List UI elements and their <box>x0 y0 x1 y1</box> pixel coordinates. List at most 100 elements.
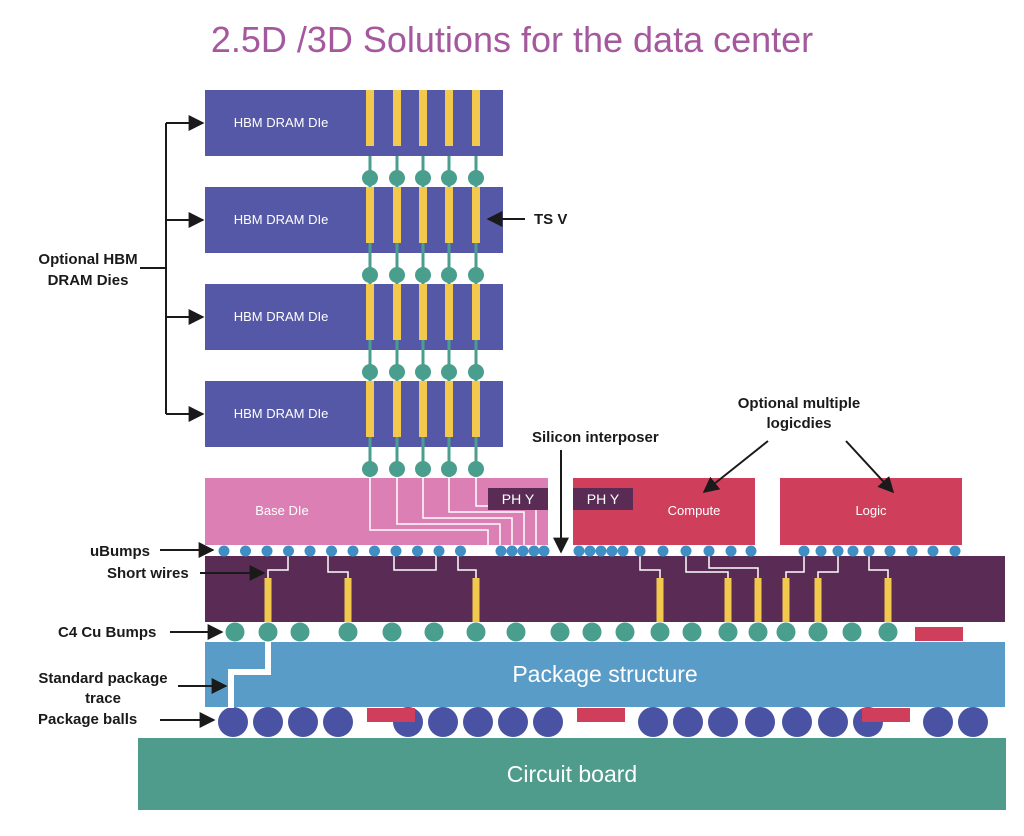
short-wire <box>639 556 661 580</box>
base-die-label: Base DIe <box>255 503 308 518</box>
c4-bump <box>258 622 278 642</box>
interposer-via <box>754 578 762 622</box>
interposer-via <box>656 578 664 622</box>
tsv-bump <box>468 170 484 186</box>
package-red-pad <box>577 708 625 722</box>
c4-bump <box>718 622 738 642</box>
phy-label-right: PH Y <box>587 491 620 507</box>
c4-bump <box>225 622 245 642</box>
package-ball <box>958 707 988 737</box>
tsv-via <box>393 187 401 243</box>
tsv-via <box>445 381 453 437</box>
tsv-bump <box>441 364 457 380</box>
micro-bump <box>906 545 918 557</box>
ubumps-callout-label: uBumps <box>90 543 150 560</box>
package-ball <box>323 707 353 737</box>
c4-bump <box>776 622 796 642</box>
micro-bump <box>326 545 337 557</box>
c4-bump <box>582 622 602 642</box>
c4-bump <box>650 622 670 642</box>
tsv-via <box>393 284 401 340</box>
c4-bump <box>506 622 526 642</box>
ubumps-callout: uBumps <box>90 542 215 560</box>
micro-bump <box>218 545 230 557</box>
package-ball <box>638 707 668 737</box>
package-red-pad <box>367 708 415 722</box>
micro-bump <box>832 545 844 557</box>
package-ball <box>745 707 775 737</box>
c4-bump <box>682 622 702 642</box>
package-red-pad <box>862 708 910 722</box>
micro-bump <box>847 545 859 557</box>
package-trace-callout-line2: trace <box>85 690 121 707</box>
micro-bump <box>433 545 445 557</box>
logic-die-label: Logic <box>855 503 887 518</box>
micro-bump <box>884 545 896 557</box>
short-wires-callout: Short wires <box>107 565 266 582</box>
package-structure-label: Package structure <box>512 661 697 687</box>
tsv-bump <box>415 461 431 477</box>
tsv-bump <box>415 170 431 186</box>
c4-bump <box>466 622 486 642</box>
tsv-bump <box>441 170 457 186</box>
compute-die-label: Compute <box>668 503 721 518</box>
package-ball <box>708 707 738 737</box>
micro-bump <box>455 545 466 557</box>
package-ball <box>218 707 248 737</box>
tsv-bump <box>415 267 431 283</box>
tsv-bump <box>468 267 484 283</box>
interposer-via <box>884 578 892 622</box>
interposer-via <box>472 578 480 622</box>
c4-bump <box>382 622 402 642</box>
tsv-via <box>472 381 480 437</box>
micro-bump <box>283 545 294 557</box>
c4-bump <box>550 622 570 642</box>
tsv-bump <box>389 170 405 186</box>
tsv-bump <box>441 461 457 477</box>
package-ball <box>253 707 283 737</box>
tsv-callout-label: TS V <box>534 211 567 228</box>
interposer-via <box>724 578 732 622</box>
tsv-group <box>362 90 484 477</box>
micro-bump <box>863 545 875 557</box>
package-ball <box>818 707 848 737</box>
short-wire <box>785 556 805 580</box>
base-die-wire <box>422 478 513 545</box>
hbm-dram-die <box>205 381 503 447</box>
diagram-title: 2.5D /3D Solutions for the data center <box>211 19 813 60</box>
hbm-dram-die <box>205 284 503 350</box>
tsv-via <box>419 187 427 243</box>
hbm-dies-callout: Optional HBM DRAM Dies <box>38 115 205 422</box>
micro-bump <box>745 545 757 557</box>
micro-bump <box>347 545 359 557</box>
tsv-via <box>366 381 374 437</box>
logic-dies-callout-line1: Optional multiple <box>738 395 861 412</box>
logic-die <box>780 478 962 545</box>
package-ball <box>498 707 528 737</box>
tsv-via <box>472 90 480 146</box>
tsv-bump <box>389 461 405 477</box>
interposer-via <box>344 578 352 622</box>
micro-bump <box>304 545 316 557</box>
tsv-via <box>419 381 427 437</box>
package-ball <box>782 707 812 737</box>
circuit-board-label: Circuit board <box>507 761 637 787</box>
short-wire <box>267 556 289 580</box>
micro-bump <box>506 545 518 557</box>
c4-bump <box>424 622 444 642</box>
c4-bump <box>290 622 310 642</box>
tsv-via <box>419 90 427 146</box>
micro-bump <box>240 545 251 557</box>
short-wire <box>327 556 349 580</box>
hbm-die-label: HBM DRAM DIe <box>234 309 329 324</box>
micro-bump <box>390 545 402 557</box>
micro-bump <box>617 545 629 557</box>
micro-bump <box>927 545 939 557</box>
hbm-dies-callout-line2: DRAM Dies <box>48 272 129 289</box>
logic-dies-callout-line2: logicdies <box>766 415 831 432</box>
tsv-via <box>445 90 453 146</box>
base-die-wire <box>369 478 489 545</box>
base-die-wire <box>396 478 501 545</box>
short-wire <box>868 556 889 580</box>
